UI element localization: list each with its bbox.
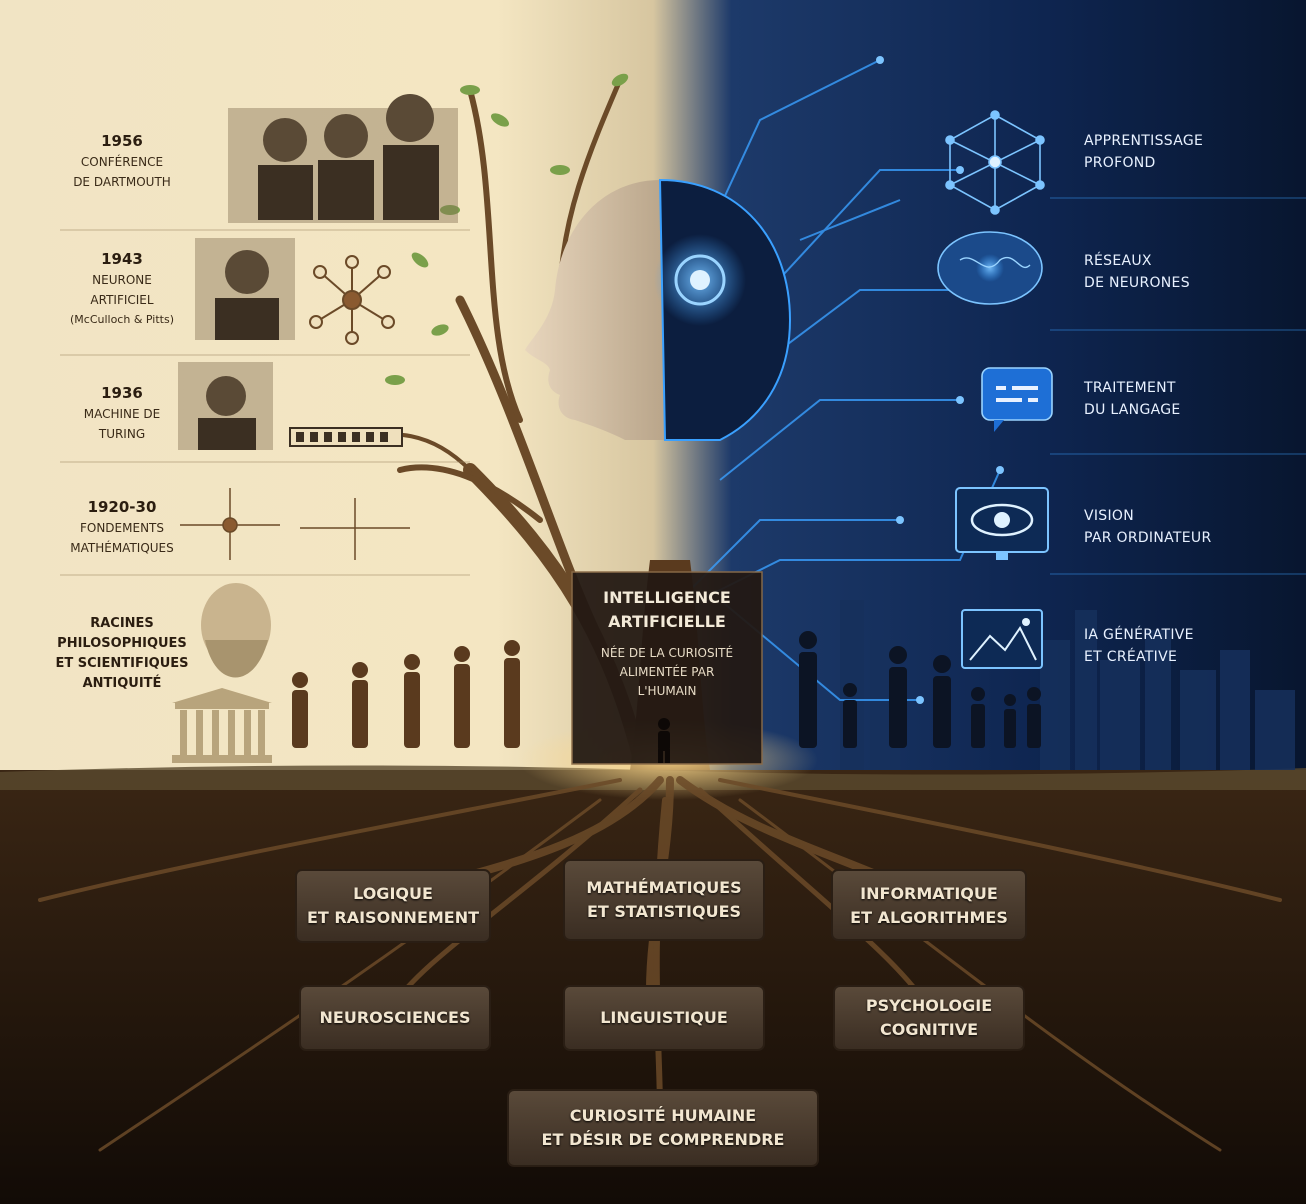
root-human-curiosity: Curiosité humaine et désir de comprendre	[508, 1104, 818, 1152]
modern-label-line: Traitement	[1084, 380, 1176, 396]
root-neuroscience: Neurosciences	[300, 1006, 490, 1030]
root-label-line: Neurosciences	[319, 1008, 471, 1027]
modern-connectors	[1050, 197, 1306, 575]
root-label-line: et raisonnement	[306, 908, 480, 927]
neural-network-icon	[945, 110, 1045, 215]
neuron-diagram	[309, 255, 395, 345]
timeline-label-1920-30: Fondements mathématiques	[32, 518, 212, 558]
timeline-label-1956: Conférence de Dartmouth	[32, 152, 212, 192]
center-title-line: Intelligence	[603, 588, 731, 607]
modern-label-line: IA générative	[1084, 627, 1194, 643]
timeline-label-line: Fondements	[79, 521, 164, 535]
brain-icon	[937, 231, 1043, 305]
eye-monitor-icon	[955, 487, 1049, 560]
portrait-mcculloch	[195, 238, 295, 340]
root-linguistics: Linguistique	[564, 1006, 764, 1030]
modern-label-neural-networks: Réseaux de neurones	[1084, 250, 1190, 294]
timeline-label-line: Neurone	[92, 273, 152, 287]
timeline-label-antiquity: Racines philosophiques et scientifiques …	[32, 614, 212, 694]
timeline-label-line: Antiquité	[82, 676, 162, 691]
modern-label-line: profond	[1084, 155, 1156, 171]
modern-people-silhouettes	[799, 631, 1041, 748]
timeline-label-line: de Dartmouth	[73, 175, 171, 189]
root-logic: Logique et raisonnement	[296, 882, 490, 930]
timeline-label-line: (McCulloch & Pitts)	[69, 313, 174, 326]
person-silhouette-center	[658, 718, 670, 763]
ai-head	[525, 178, 792, 441]
modern-label-generative: IA générative et créative	[1084, 624, 1194, 668]
modern-label-deep-learning: Apprentissage profond	[1084, 130, 1203, 174]
root-label-line: et désir de comprendre	[541, 1130, 785, 1149]
center-subtitle: Née de la curiosité alimentée par l'huma…	[572, 644, 762, 701]
modern-label-line: Réseaux	[1084, 253, 1152, 269]
root-label-line: Linguistique	[600, 1008, 728, 1027]
timeline-label-line: artificiel	[90, 293, 154, 307]
center-subtitle-line: alimentée par	[619, 665, 715, 679]
root-mathematics: Mathématiques et statistiques	[564, 876, 764, 924]
turing-tape	[289, 427, 403, 447]
timeline-label-line: Machine de	[83, 407, 161, 421]
timeline-year-1920-30: 1920-30	[87, 498, 157, 516]
root-stones	[295, 859, 1027, 1167]
timeline-label-1943: Neurone artificiel (McCulloch & Pitts)	[32, 270, 212, 330]
modern-label-line: Vision	[1084, 508, 1135, 524]
timeline-year-1936: 1936	[101, 384, 143, 402]
root-label-line: et statistiques	[586, 902, 742, 921]
portraits-dartmouth	[228, 94, 458, 223]
greek-temple	[172, 688, 272, 763]
modern-label-line: et créative	[1084, 649, 1178, 665]
scholar-figures	[292, 640, 520, 748]
timeline-label-line: Racines	[90, 616, 154, 631]
center-title: Intelligence artificielle	[572, 586, 762, 634]
timeline-label-line: mathématiques	[70, 541, 174, 555]
root-label-line: Curiosité humaine	[569, 1106, 757, 1125]
root-computer-science: Informatique et algorithmes	[832, 882, 1026, 930]
modern-label-line: par ordinateur	[1084, 530, 1212, 546]
image-generation-icon	[961, 609, 1043, 669]
timeline-year-1943: 1943	[101, 250, 143, 268]
timeline-label-line: Turing	[98, 427, 146, 441]
timeline-label-line: Conférence	[80, 155, 164, 169]
root-label-line: et algorithmes	[850, 908, 1008, 927]
timeline-label-line: et scientifiques	[55, 656, 189, 671]
timeline-label-1936: Machine de Turing	[32, 404, 212, 444]
chat-bubble-icon	[981, 367, 1053, 432]
root-label-line: Informatique	[860, 884, 998, 903]
center-subtitle-line: l'humain	[637, 684, 697, 698]
root-label-line: Logique	[353, 884, 433, 903]
timeline-separators	[60, 229, 470, 576]
circuit-nodes	[876, 56, 1004, 704]
math-diagram	[180, 488, 410, 560]
root-label-line: Mathématiques	[586, 878, 742, 897]
modern-label-line: Apprentissage	[1084, 133, 1204, 149]
philosopher-bust	[201, 583, 271, 678]
portrait-turing	[178, 362, 273, 450]
modern-label-vision: Vision par ordinateur	[1084, 505, 1212, 549]
center-title-line: artificielle	[608, 612, 726, 631]
root-label-line: Psychologie	[865, 996, 993, 1015]
timeline-year-1956: 1956	[101, 132, 143, 150]
root-label-line: cognitive	[880, 1020, 978, 1039]
modern-label-line: du langage	[1084, 402, 1181, 418]
timeline-label-line: philosophiques	[57, 636, 187, 651]
root-cognitive-psychology: Psychologie cognitive	[834, 994, 1024, 1042]
center-subtitle-line: Née de la curiosité	[600, 646, 734, 660]
modern-label-line: de neurones	[1084, 275, 1190, 291]
modern-label-language: Traitement du langage	[1084, 377, 1181, 421]
